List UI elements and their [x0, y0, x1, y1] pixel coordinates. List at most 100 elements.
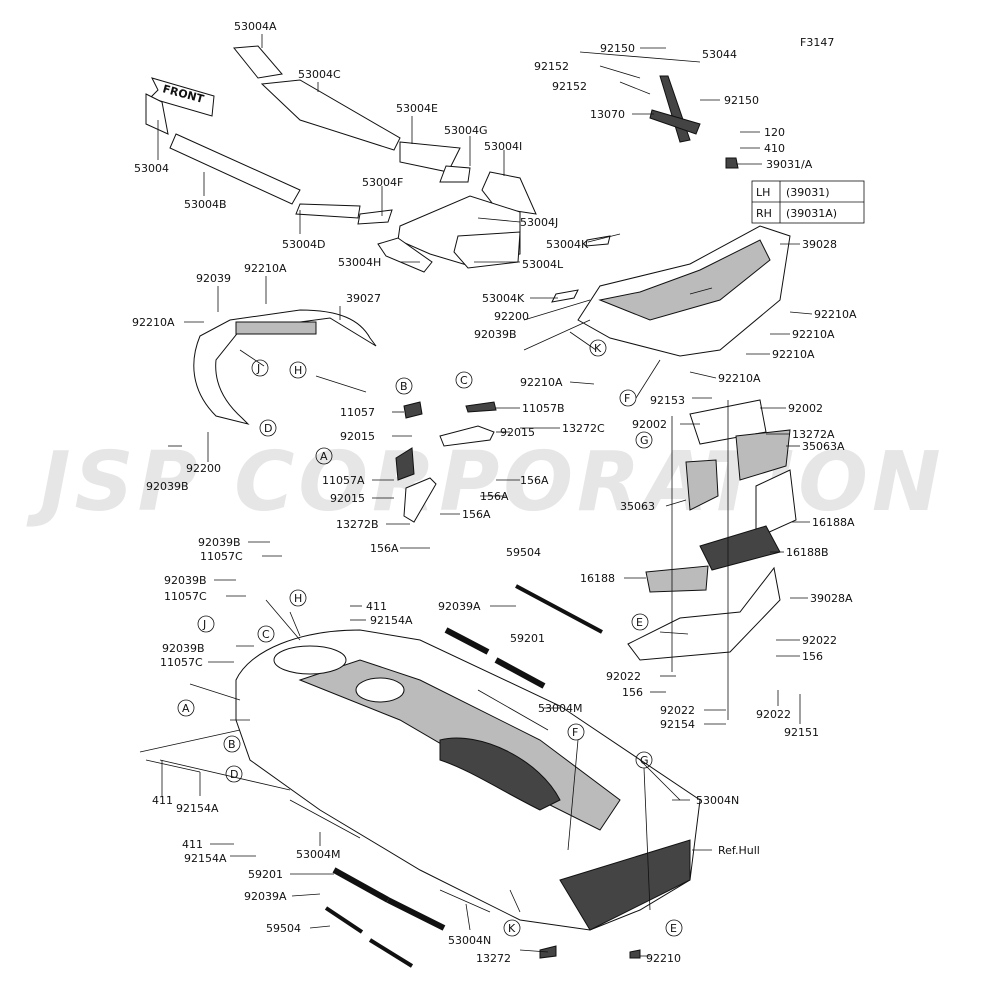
part-label: 92015	[330, 492, 365, 505]
part-label: 92210A	[132, 316, 175, 329]
callout-j: J	[197, 615, 215, 633]
part-label: 53004B	[184, 198, 227, 211]
part-label: 39031/A	[766, 158, 813, 171]
part-label: 92210A	[244, 262, 287, 275]
part-label: 92200	[186, 462, 221, 475]
part-label: 92154	[660, 718, 695, 731]
part-label: 92153	[650, 394, 685, 407]
callout-h: H	[289, 589, 307, 607]
callout-h: H	[289, 361, 307, 379]
svg-text:G: G	[640, 434, 649, 447]
part-label: 59201	[248, 868, 283, 881]
svg-text:A: A	[320, 450, 328, 463]
part-labels: 53004A 53004C 53004E 53004G 53004I 53004…	[132, 20, 857, 965]
svg-text:C: C	[262, 628, 270, 641]
part-label: 156	[802, 650, 823, 663]
svg-text:A: A	[182, 702, 190, 715]
part-label: 11057C	[164, 590, 207, 603]
figure-code: F3147	[800, 36, 834, 49]
part-label: 156A	[520, 474, 549, 487]
part-label: 59201	[510, 632, 545, 645]
callout-k: K	[503, 919, 521, 937]
part-label: 59504	[506, 546, 541, 559]
part-label: 53004N	[696, 794, 739, 807]
callouts: A B C D E F G H J K A	[177, 339, 683, 937]
callout-k: K	[589, 339, 607, 357]
part-label: 92039B	[198, 536, 241, 549]
part-label: 92022	[660, 704, 695, 717]
part-label: 92039	[196, 272, 231, 285]
part-label: 92200	[494, 310, 529, 323]
callout-a: A	[177, 699, 195, 717]
part-label: 53004M	[538, 702, 582, 715]
deck-pads	[145, 45, 611, 303]
svg-text:D: D	[230, 768, 238, 781]
part-label: 53004H	[338, 256, 381, 269]
part-label: 13272B	[336, 518, 379, 531]
part-label: 53004E	[396, 102, 438, 115]
part-label: 92151	[784, 726, 819, 739]
svg-text:J: J	[256, 362, 260, 375]
callout-j: J	[251, 359, 269, 377]
part-label: 411	[366, 600, 387, 613]
side-table-lh: LH	[756, 186, 770, 199]
part-label: 92039B	[146, 480, 189, 493]
part-label: 53004	[134, 162, 169, 175]
part-label: 16188A	[812, 516, 855, 529]
callout-g: G	[635, 751, 653, 769]
upper-deck-39028	[577, 75, 791, 357]
part-label: 16188B	[786, 546, 829, 559]
side-table-rh: RH	[756, 207, 772, 220]
callout-e: E	[665, 919, 683, 937]
part-label: 53004L	[522, 258, 564, 271]
part-label: 92210A	[792, 328, 835, 341]
part-label: 53004M	[296, 848, 340, 861]
part-label: 411	[182, 838, 203, 851]
callout-d: D	[225, 765, 243, 783]
part-label: 92039B	[164, 574, 207, 587]
svg-text:H: H	[294, 592, 302, 605]
side-table-lh-part: (39031)	[786, 186, 830, 199]
part-label: 53004F	[362, 176, 403, 189]
part-label: 92210A	[718, 372, 761, 385]
part-label: 92150	[600, 42, 635, 55]
part-label: 39027	[346, 292, 381, 305]
part-label: 92152	[534, 60, 569, 73]
part-label: 35063A	[802, 440, 845, 453]
callout-f: F	[619, 389, 637, 407]
part-label: 39028	[802, 238, 837, 251]
part-label: 53004I	[484, 140, 522, 153]
part-label: 13272	[476, 952, 511, 965]
part-label: 92150	[724, 94, 759, 107]
svg-text:B: B	[400, 380, 408, 393]
callout-f: F	[567, 723, 585, 741]
part-label: 92210	[646, 952, 681, 965]
part-label: 39028A	[810, 592, 853, 605]
svg-text:K: K	[508, 922, 516, 935]
callout-b: B	[223, 735, 241, 753]
part-label: 53004K	[546, 238, 589, 251]
part-label: 11057	[340, 406, 375, 419]
part-label: 92002	[788, 402, 823, 415]
part-label: 92154A	[370, 614, 413, 627]
part-label: 92022	[606, 670, 641, 683]
part-label: 411	[152, 794, 173, 807]
svg-text:C: C	[460, 374, 468, 387]
svg-text:F: F	[572, 726, 578, 739]
side-table-rh-part: (39031A)	[786, 207, 837, 220]
callout-b: B	[395, 377, 413, 395]
svg-text:D: D	[264, 422, 272, 435]
part-label: 53004N	[448, 934, 491, 947]
svg-text:G: G	[640, 754, 649, 767]
callout-d: D	[259, 419, 277, 437]
leader-lines	[139, 34, 813, 957]
callout-c: C	[257, 625, 275, 643]
svg-text:B: B	[228, 738, 236, 751]
part-label: 53004D	[282, 238, 325, 251]
part-label: 92210A	[520, 376, 563, 389]
callout-a: A	[315, 447, 333, 465]
svg-text:F: F	[624, 392, 630, 405]
part-label: 92039A	[438, 600, 481, 613]
part-label: 92039B	[474, 328, 517, 341]
part-label: 13272A	[792, 428, 835, 441]
